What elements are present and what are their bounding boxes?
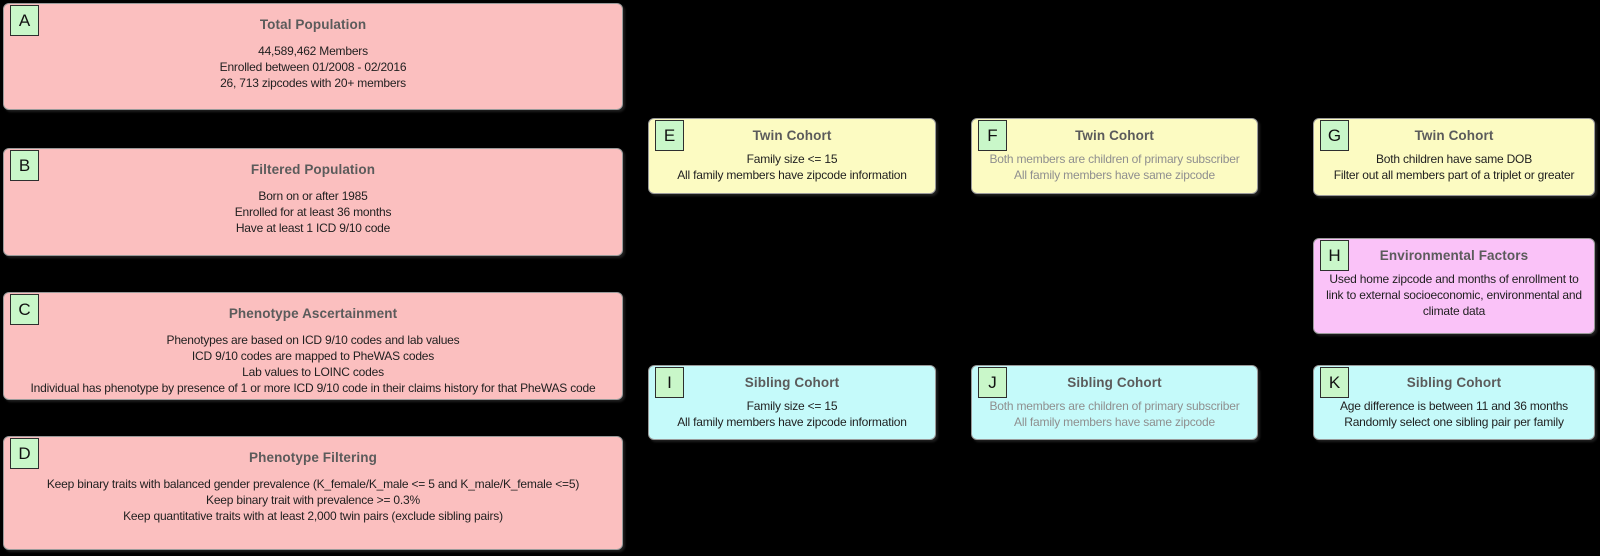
node-sibling-cohort-i: I Sibling Cohort Family size <= 15 All f… xyxy=(648,365,936,440)
node-body-line: Have at least 1 ICD 9/10 code xyxy=(235,221,391,235)
node-title: Twin Cohort xyxy=(1414,128,1494,143)
node-body-line: Both members are children of primary sub… xyxy=(989,152,1240,166)
node-badge-h: H xyxy=(1320,240,1349,271)
node-body: 44,589,462 Members Enrolled between 01/2… xyxy=(4,43,622,91)
node-body: Both children have same DOB Filter out a… xyxy=(1314,151,1594,183)
node-badge-e: E xyxy=(655,120,684,151)
node-body: Phenotypes are based on ICD 9/10 codes a… xyxy=(4,332,622,396)
node-body-line: Both children have same DOB xyxy=(1375,152,1532,166)
node-badge-d: D xyxy=(10,438,39,469)
node-twin-cohort-g: G Twin Cohort Both children have same DO… xyxy=(1313,118,1595,196)
node-body-line: Born on or after 1985 xyxy=(258,189,368,203)
node-title: Sibling Cohort xyxy=(1067,375,1162,390)
node-body-line: Keep quantitative traits with at least 2… xyxy=(123,509,503,523)
node-body-line: All family members have same zipcode xyxy=(1014,415,1215,429)
node-body-line: Age difference is between 11 and 36 mont… xyxy=(1340,399,1568,413)
node-body-line: All family members have same zipcode xyxy=(1014,168,1215,182)
node-body: Keep binary traits with balanced gender … xyxy=(4,476,622,524)
node-body: Both members are children of primary sub… xyxy=(972,398,1257,430)
node-body-line: Filter out all members part of a triplet… xyxy=(1333,168,1575,182)
node-body-line: Randomly select one sibling pair per fam… xyxy=(1344,415,1564,429)
node-body: Used home zipcode and months of enrollme… xyxy=(1314,271,1594,319)
node-filtered-population: B Filtered Population Born on or after 1… xyxy=(3,148,623,256)
node-body-line: Keep binary traits with balanced gender … xyxy=(46,477,580,491)
node-badge-c: C xyxy=(10,294,39,325)
node-body: Family size <= 15 All family members hav… xyxy=(649,151,935,183)
node-body-line: Family size <= 15 xyxy=(746,399,838,413)
node-sibling-cohort-k: K Sibling Cohort Age difference is betwe… xyxy=(1313,365,1595,440)
node-body-line: 26, 713 zipcodes with 20+ members xyxy=(220,76,406,90)
node-twin-cohort-f: F Twin Cohort Both members are children … xyxy=(971,118,1258,194)
node-phenotype-ascertainment: C Phenotype Ascertainment Phenotypes are… xyxy=(3,292,623,400)
node-body: Family size <= 15 All family members hav… xyxy=(649,398,935,430)
node-badge-i: I xyxy=(655,367,684,398)
node-title: Total Population xyxy=(259,17,367,32)
node-total-population: A Total Population 44,589,462 Members En… xyxy=(3,3,623,110)
node-body-line: ICD 9/10 codes are mapped to PheWAS code… xyxy=(191,349,435,363)
node-badge-f: F xyxy=(978,120,1007,151)
node-title: Sibling Cohort xyxy=(744,375,840,390)
node-body-line: Used home zipcode and months of enrollme… xyxy=(1326,272,1582,318)
node-phenotype-filtering: D Phenotype Filtering Keep binary traits… xyxy=(3,436,623,550)
node-body: Both members are children of primary sub… xyxy=(972,151,1257,183)
node-body: Age difference is between 11 and 36 mont… xyxy=(1314,398,1594,430)
node-body-line: Phenotypes are based on ICD 9/10 codes a… xyxy=(166,333,460,347)
node-title: Phenotype Ascertainment xyxy=(228,306,398,321)
node-body-line: Lab values to LOINC codes xyxy=(242,365,384,379)
node-body-line: Individual has phenotype by presence of … xyxy=(30,381,596,395)
node-title: Filtered Population xyxy=(250,162,376,177)
node-title: Environmental Factors xyxy=(1379,248,1529,263)
node-title: Phenotype Filtering xyxy=(249,450,377,465)
node-body: Born on or after 1985 Enrolled for at le… xyxy=(4,188,622,236)
node-twin-cohort-e: E Twin Cohort Family size <= 15 All fami… xyxy=(648,118,936,194)
node-environmental-factors: H Environmental Factors Used home zipcod… xyxy=(1313,238,1595,334)
node-body-line: 44,589,462 Members xyxy=(258,44,368,58)
node-title: Sibling Cohort xyxy=(1406,375,1502,390)
node-badge-k: K xyxy=(1320,367,1349,398)
node-badge-g: G xyxy=(1320,120,1349,151)
node-title: Twin Cohort xyxy=(752,128,832,143)
node-body-line: Enrolled between 01/2008 - 02/2016 xyxy=(219,60,407,74)
node-body-line: Family size <= 15 xyxy=(746,152,838,166)
node-body-line: Both members are children of primary sub… xyxy=(989,399,1240,413)
node-badge-j: J xyxy=(978,367,1007,398)
node-sibling-cohort-j: J Sibling Cohort Both members are childr… xyxy=(971,365,1258,440)
node-title: Twin Cohort xyxy=(1075,128,1154,143)
node-body-line: Keep binary trait with prevalence >= 0.3… xyxy=(206,493,420,507)
node-body-line: All family members have zipcode informat… xyxy=(677,415,907,429)
node-body-line: Enrolled for at least 36 months xyxy=(234,205,392,219)
node-badge-a: A xyxy=(10,5,39,36)
node-badge-b: B xyxy=(10,150,39,181)
node-body-line: All family members have zipcode informat… xyxy=(677,168,907,182)
